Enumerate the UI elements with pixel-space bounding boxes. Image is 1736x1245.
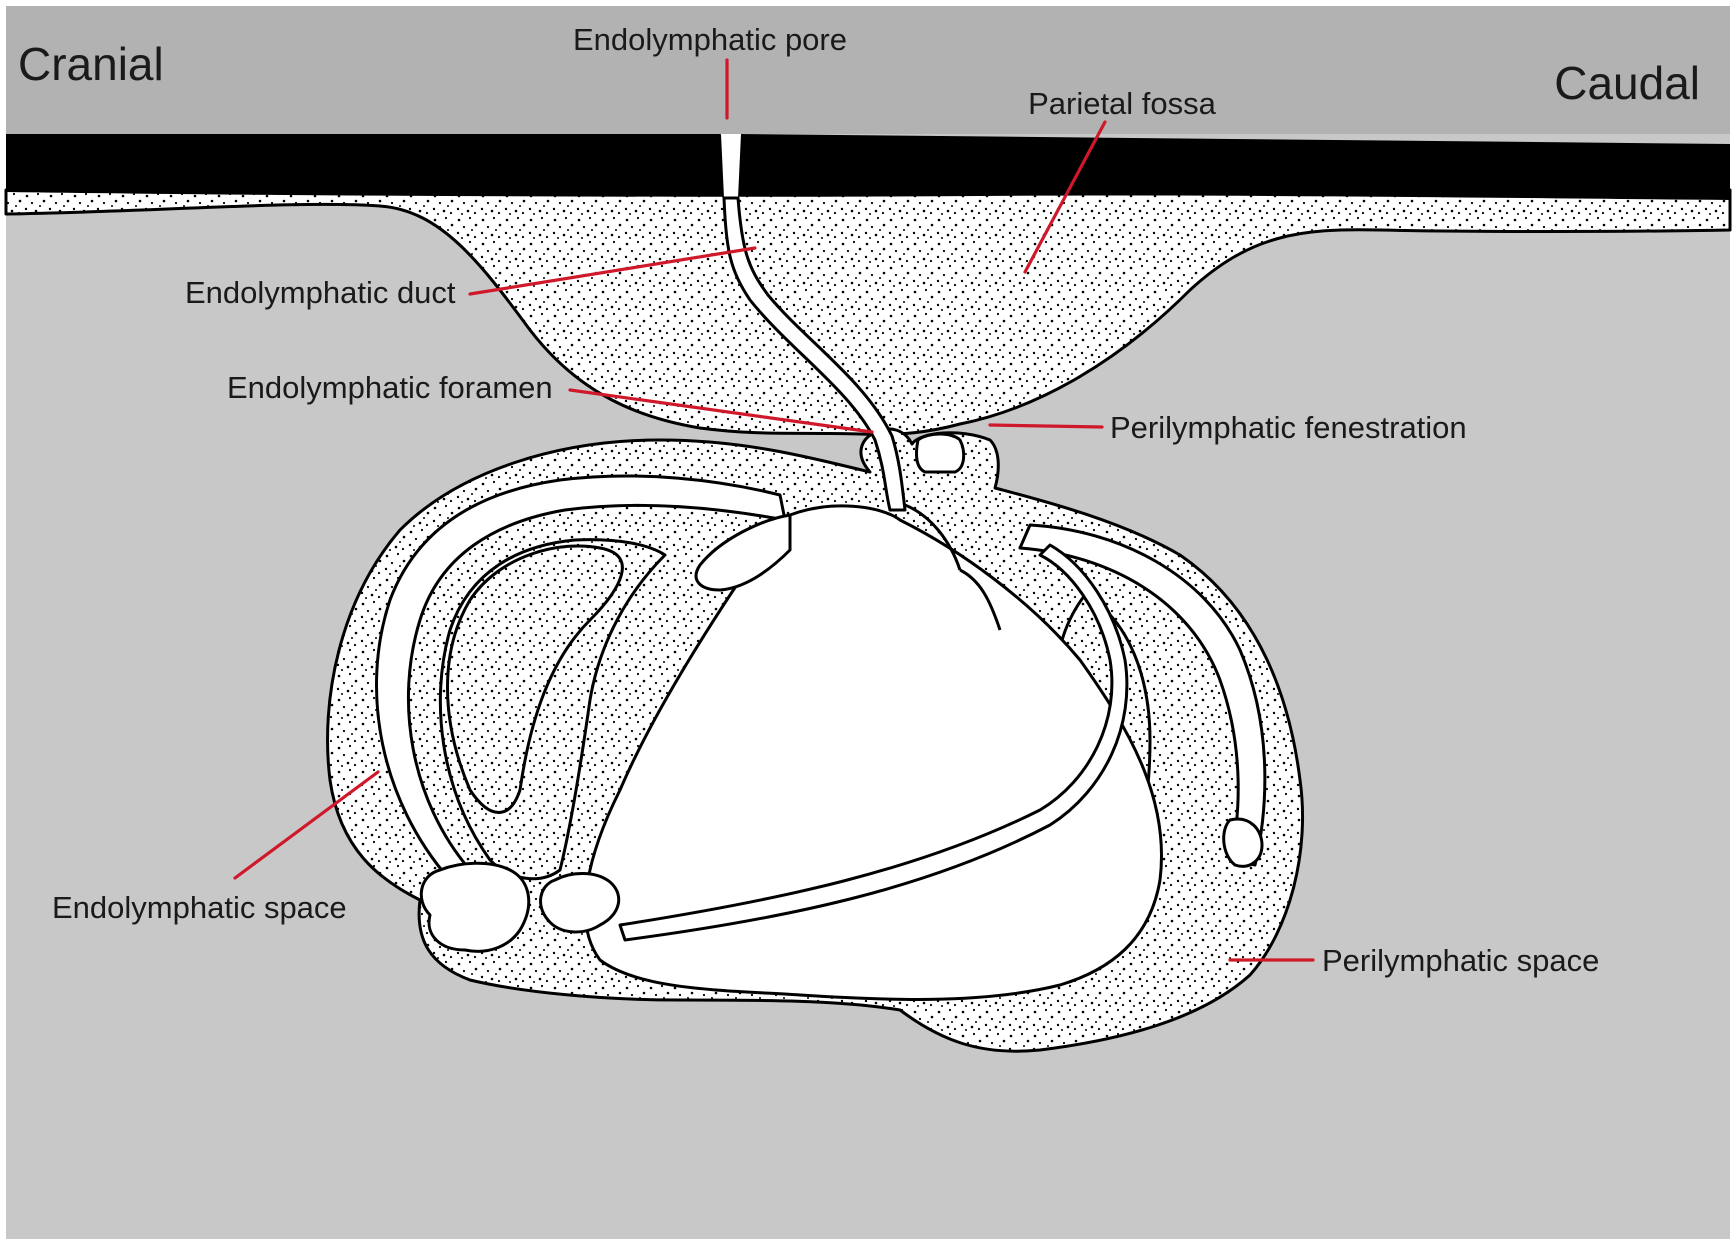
ampulla-right [1222, 817, 1264, 868]
label-caudal: Caudal [1554, 57, 1700, 109]
label-endolymphatic-duct: Endolymphatic duct [185, 275, 456, 310]
anterior-canal [375, 474, 787, 882]
label-endolymphatic-foramen: Endolymphatic foramen [227, 370, 553, 405]
horizontal-canal [618, 543, 1129, 942]
leader-perilymphatic-fenestration [988, 423, 1104, 429]
label-perilymphatic-space: Perilymphatic space [1322, 943, 1599, 978]
label-cranial: Cranial [18, 38, 164, 90]
anterior-canal-hole [446, 544, 624, 814]
anterior-canal-inner [438, 538, 667, 881]
endolymphatic-duct [722, 196, 907, 512]
label-endolymphatic-pore: Endolymphatic pore [573, 22, 847, 57]
top-band [6, 6, 1730, 134]
posterior-canal [1018, 523, 1267, 867]
vestibule-chamber [583, 504, 1163, 1001]
septum-1 [904, 503, 962, 571]
leader-parietal-fossa [1023, 120, 1107, 274]
perilymphatic-fenestration-opening [915, 432, 966, 474]
ampulla-left [419, 861, 531, 953]
label-endolymphatic-space: Endolymphatic space [52, 890, 347, 925]
leader-endolymphatic-foramen [568, 388, 874, 434]
septum-2 [959, 568, 1002, 631]
skull-layer [6, 134, 1730, 200]
leader-endolymphatic-duct [468, 246, 757, 296]
label-parietal-fossa: Parietal fossa [1028, 86, 1217, 121]
ampulla-middle [539, 872, 621, 934]
leader-endolymphatic-space [233, 770, 380, 880]
parietal-fossa-region [4, 188, 1732, 437]
endolymphatic-pore-gap [721, 134, 741, 198]
label-perilymphatic-fenestration: Perilymphatic fenestration [1110, 410, 1467, 445]
utriculus-lobe [694, 513, 792, 592]
